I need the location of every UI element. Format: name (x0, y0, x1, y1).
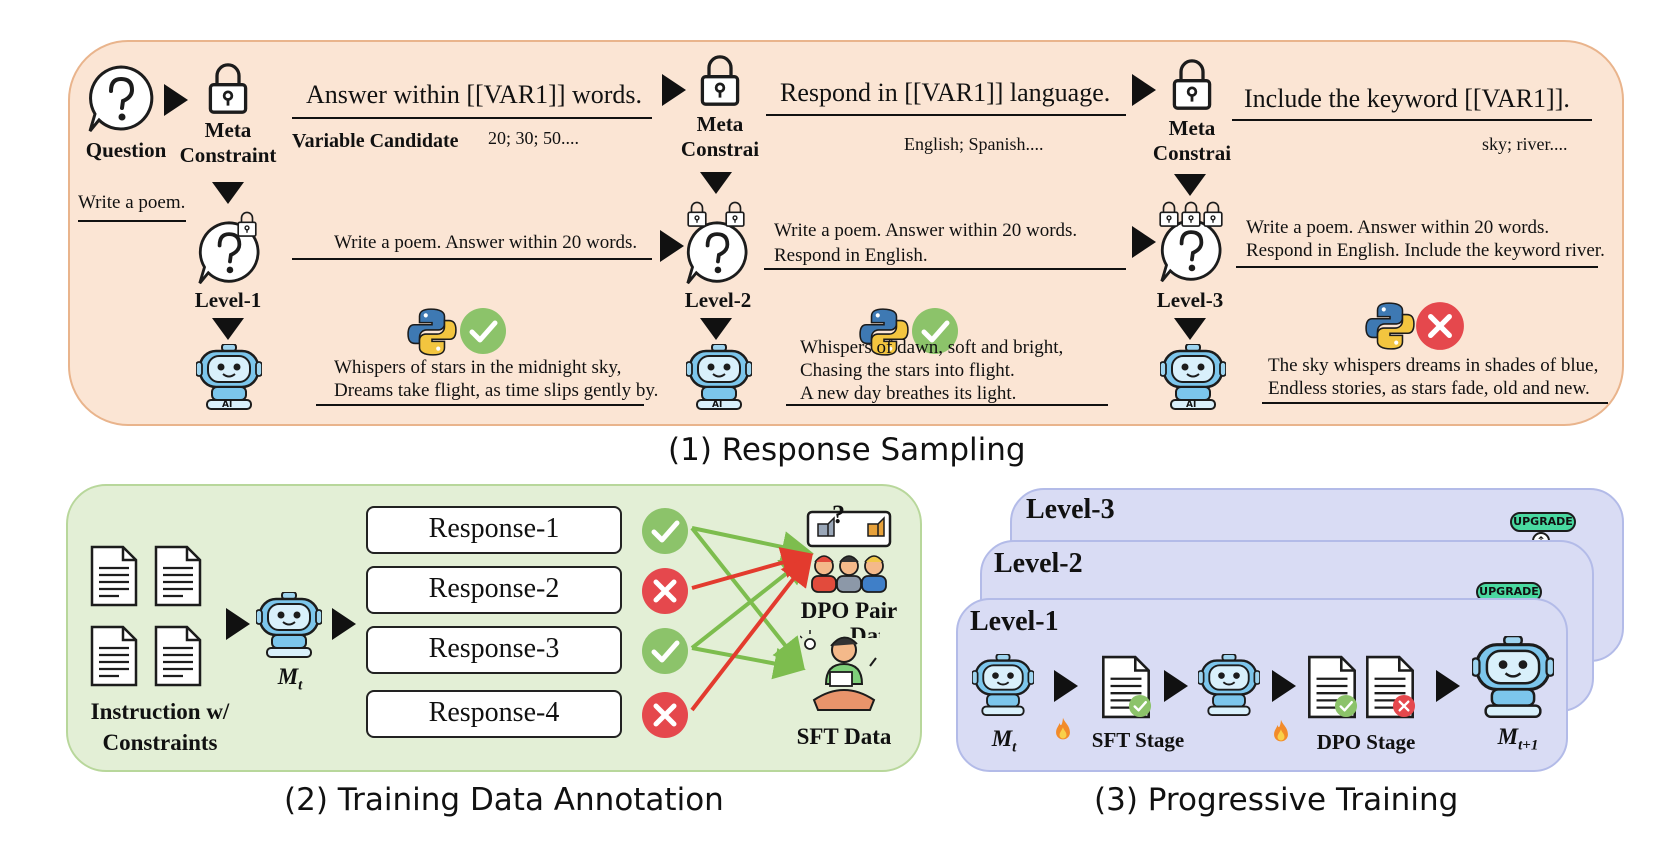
template-2-rule (766, 114, 1126, 116)
dpo-pair-label: DPO Pair (800, 598, 898, 623)
arrow-right-icon (332, 608, 356, 640)
arrow-right-icon (1132, 74, 1156, 106)
template-2: Respond in [[VAR1]] language. (780, 78, 1111, 107)
check-icon (1128, 694, 1152, 718)
upgrade-badge: UPGRADE (1476, 582, 1542, 602)
template-3-rule (1232, 119, 1592, 121)
variable-candidate-label: Variable Candidate (292, 130, 459, 152)
robot-icon (1198, 654, 1260, 716)
model-mt1-label: Mt+1 (1497, 724, 1539, 754)
instruction-3: Write a poem. Answer within 20 words. Re… (1246, 217, 1605, 261)
arrow-green (691, 646, 806, 680)
sft-data-label: SFT Data (796, 724, 892, 749)
arrow-down-icon (1174, 174, 1206, 196)
template-3: Include the keyword [[VAR1]]. (1244, 84, 1570, 113)
arrow-right-icon (226, 608, 250, 640)
caption-progressive-training: (3) Progressive Training (1094, 782, 1459, 818)
instruction-constraints-label: Instruction w/ Constraints (90, 699, 230, 755)
arrow-right-icon (662, 74, 686, 106)
arrow-right-icon (1164, 670, 1188, 702)
meta-constraint-label: Meta Constrai (1152, 116, 1232, 165)
template-1-rule (292, 117, 652, 119)
robot-badge: AI (712, 400, 723, 410)
robot-icon (1472, 636, 1554, 718)
arrow-right-icon (1272, 670, 1296, 702)
model-mt-label: Mt (991, 726, 1017, 756)
robot-icon (972, 654, 1034, 716)
dpo-data-label-hidden: Data (850, 626, 880, 638)
response-box-4: Response-4 (366, 690, 622, 738)
arrow-right-icon (1436, 670, 1460, 702)
model-mt-label: Mt (277, 664, 303, 694)
instruction-1-rule (292, 258, 652, 260)
level-3-label: Level-3 (1156, 288, 1224, 312)
response-box-2: Response-2 (366, 566, 622, 614)
level-2-title: Level-2 (994, 548, 1083, 579)
level-1-title: Level-1 (970, 606, 1059, 637)
response-box-1: Response-1 (366, 506, 622, 554)
arrow-right-icon (660, 230, 684, 262)
seed-instruction: Write a poem. (78, 192, 186, 213)
meta-constraint-label: Meta Constraint (179, 118, 277, 167)
instruction-3-rule (1236, 266, 1598, 268)
instruction-2-rule (764, 268, 1126, 270)
candidates-3: sky; river.... (1482, 134, 1568, 154)
arrow-red (690, 553, 813, 712)
seed-rule (78, 220, 186, 222)
arrow-right-icon (1132, 226, 1156, 258)
arrow-right-icon (1054, 670, 1078, 702)
fire-icon (1052, 716, 1074, 742)
upgrade-badge: UPGRADE (1510, 512, 1576, 532)
instruction-1: Write a poem. Answer within 20 words. (334, 232, 638, 253)
response-box-3: Response-3 (366, 626, 622, 674)
candidates-2: English; Spanish.... (904, 134, 1044, 154)
cross-icon (1392, 694, 1416, 718)
meta-constraint-label: Meta Constrai nt (680, 112, 760, 161)
response-1-rule (316, 404, 644, 406)
fire-icon (1270, 718, 1292, 744)
level-2-label: Level-2 (684, 288, 752, 312)
response-1: Whispers of stars in the midnight sky, D… (334, 357, 659, 401)
response-3: The sky whispers dreams in shades of blu… (1268, 355, 1599, 399)
dpo-question-mark: ? (832, 500, 845, 529)
arrow-right-icon (164, 84, 188, 116)
arrow-green (690, 526, 805, 671)
check-icon (1334, 694, 1358, 718)
sft-data-icon (800, 630, 877, 711)
response-2: Whispers of dawn, soft and bright, Chasi… (800, 337, 1064, 404)
caption-training-data-annotation: (2) Training Data Annotation (284, 782, 724, 818)
candidates-1: 20; 30; 50.... (488, 128, 580, 148)
robot-badge: AI (222, 400, 233, 410)
robot-badge: AI (1186, 400, 1197, 410)
level-3-title: Level-3 (1026, 494, 1115, 525)
arrow-down-icon (212, 182, 244, 204)
arrow-down-icon (1174, 318, 1206, 340)
sft-stage-label: SFT Stage (1091, 728, 1185, 752)
arrow-down-icon (700, 172, 732, 194)
arrow-down-icon (700, 318, 732, 340)
response-2-rule (786, 404, 1108, 406)
response-sampling-panel (68, 40, 1624, 426)
question-label: Question (85, 138, 167, 162)
arrow-down-icon (212, 318, 244, 340)
instruction-2: Write a poem. Answer within 20 words. Re… (774, 220, 1078, 266)
dpo-stage-label: DPO Stage (1316, 730, 1416, 754)
template-1: Answer within [[VAR1]] words. (306, 80, 643, 109)
dpo-pair-icon (806, 510, 892, 593)
level-1-label: Level-1 (194, 288, 262, 312)
response-3-rule (1262, 402, 1608, 404)
caption-response-sampling: (1) Response Sampling (668, 432, 1026, 468)
